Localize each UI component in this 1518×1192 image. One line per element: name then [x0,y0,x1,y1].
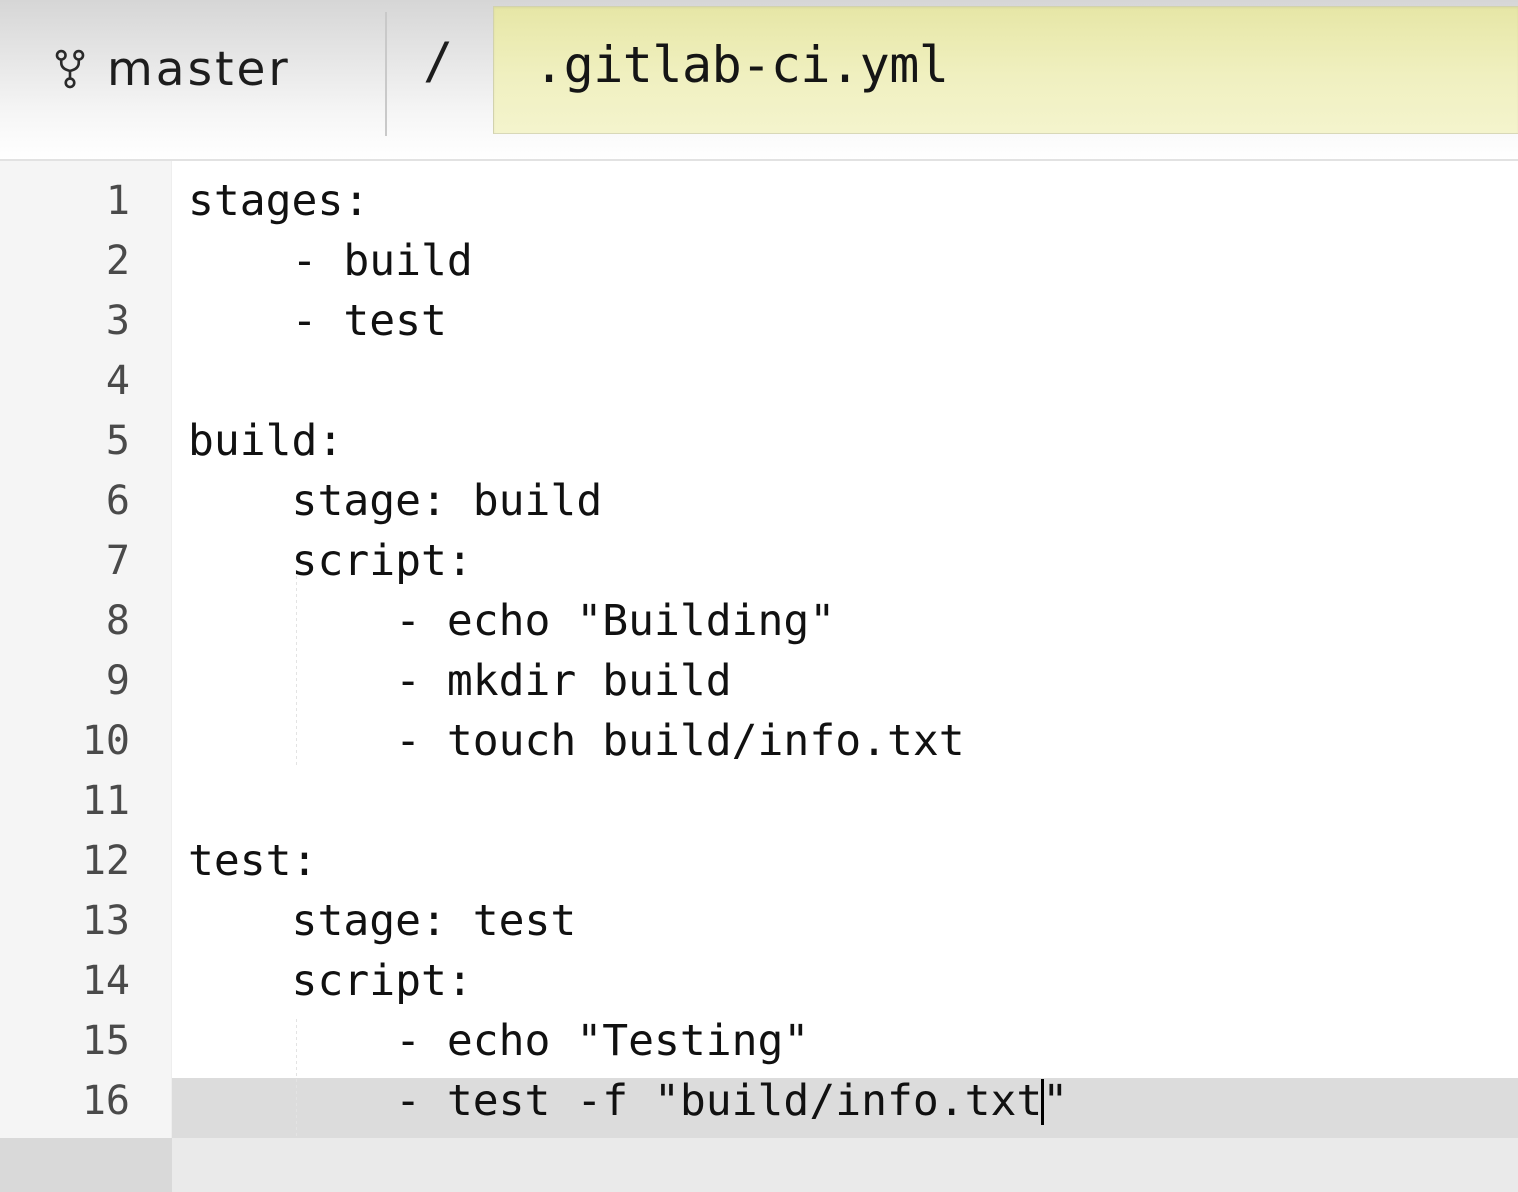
code-surface[interactable]: stages: - build - test build: stage: buil… [172,161,1518,1192]
indent-guide-build-script [296,576,297,768]
code-line-text: - mkdir build [188,656,732,706]
line-number: 5 [105,418,130,464]
filename-value: .gitlab-ci.yml [534,36,949,94]
header-bottom-rule [0,159,1518,161]
code-line-text: - echo "Building" [188,596,836,646]
code-line-text: - test [188,296,447,346]
code-line[interactable]: - touch build/info.txt [188,711,1518,771]
file-path-header: master / .gitlab-ci.yml [0,0,1518,161]
code-line[interactable]: test: [188,831,1518,891]
code-line-text: stage: build [188,476,603,526]
line-number: 6 [105,478,130,524]
code-line[interactable] [188,771,1518,831]
code-line[interactable]: stage: test [188,891,1518,951]
line-number: 13 [81,898,130,944]
code-line-text: - echo "Testing" [188,1016,810,1066]
code-line-text: - test -f "build/info.txt [188,1076,1043,1126]
line-number: 10 [81,718,130,764]
indent-guide-test-script [296,1019,297,1192]
line-number: 7 [105,538,130,584]
line-number: 8 [105,598,130,644]
code-tail [172,1138,1518,1192]
code-line-text: test: [188,836,318,886]
code-line[interactable]: - mkdir build [188,651,1518,711]
line-number: 2 [105,238,130,284]
line-number: 11 [81,778,130,824]
text-caret [1041,1079,1045,1125]
code-line[interactable]: stage: build [188,471,1518,531]
code-line-list[interactable]: stages: - build - test build: stage: buil… [188,161,1518,1131]
active-line-highlight [172,1078,1518,1138]
branch-selector[interactable]: master [55,34,291,104]
code-line[interactable]: - echo "Building" [188,591,1518,651]
code-line-text: script: [188,536,473,586]
code-line[interactable]: - test -f "build/info.txt" [188,1071,1518,1131]
filename-input[interactable]: .gitlab-ci.yml [493,6,1518,134]
code-line-text: script: [188,956,473,1006]
path-separator: / [423,32,454,90]
code-line-text: - build [188,236,473,286]
code-line[interactable] [188,351,1518,411]
git-branch-icon [55,49,85,89]
line-number: 16 [81,1078,130,1124]
code-line-text: stages: [188,176,370,226]
header-divider [385,12,387,136]
code-line-text: stage: test [188,896,577,946]
code-line[interactable]: stages: [188,171,1518,231]
line-number: 9 [105,658,130,704]
code-line[interactable]: build: [188,411,1518,471]
code-line[interactable]: - test [188,291,1518,351]
code-line[interactable]: - build [188,231,1518,291]
line-number: 15 [81,1018,130,1064]
line-number: 12 [81,838,130,884]
code-line-text: - touch build/info.txt [188,716,965,766]
code-line[interactable]: - echo "Testing" [188,1011,1518,1071]
code-line-text: build: [188,416,344,466]
line-number: 3 [105,298,130,344]
branch-name-label: master [107,41,291,97]
line-number: 1 [105,178,130,224]
code-line[interactable]: script: [188,531,1518,591]
line-number: 14 [81,958,130,1004]
line-number: 4 [105,358,130,404]
code-line-text-after-caret: " [1042,1076,1069,1126]
gutter-tail [0,1138,172,1192]
file-path-header-inner: master / .gitlab-ci.yml [0,0,1518,161]
code-line[interactable]: script: [188,951,1518,1011]
